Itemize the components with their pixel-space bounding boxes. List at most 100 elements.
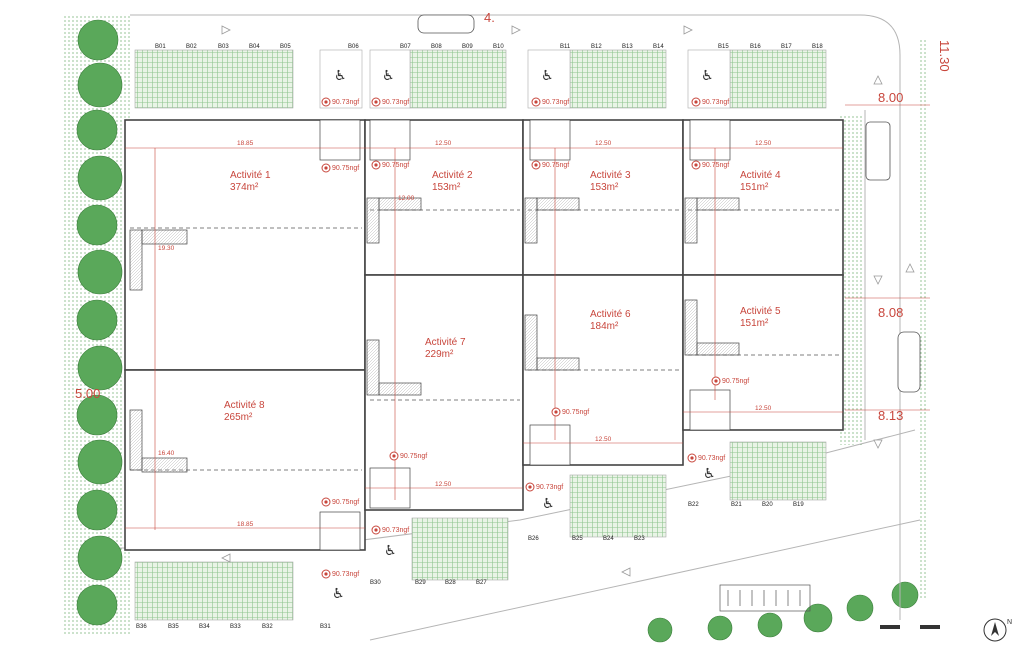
parking-row-top bbox=[134, 49, 827, 109]
unit-labels: Activité 1 374m² Activité 2 153m² Activi… bbox=[224, 170, 781, 423]
svg-text:12.50: 12.50 bbox=[595, 436, 612, 443]
svg-text:B07: B07 bbox=[400, 44, 411, 50]
svg-text:B03: B03 bbox=[218, 44, 229, 50]
wheelchair-icon: ♿ bbox=[382, 68, 395, 84]
cars bbox=[417, 14, 921, 393]
level-marker: 90.73ngf bbox=[371, 97, 409, 107]
svg-text:B17: B17 bbox=[781, 44, 792, 50]
svg-text:90.73ngf: 90.73ngf bbox=[702, 99, 729, 106]
wheelchair-icon: ♿ bbox=[334, 68, 347, 84]
svg-text:B08: B08 bbox=[431, 44, 442, 50]
unit-4-name: Activité 4 bbox=[740, 170, 781, 181]
svg-text:12.50: 12.50 bbox=[755, 405, 772, 412]
svg-text:90.75ngf: 90.75ngf bbox=[382, 162, 409, 169]
level-markers: 90.73ngf 90.73ngf 90.73ngf 90.73ngf 90.7… bbox=[321, 97, 749, 579]
svg-text:90.73ngf: 90.73ngf bbox=[382, 99, 409, 106]
svg-text:B04: B04 bbox=[249, 44, 260, 50]
svg-text:B19: B19 bbox=[793, 502, 804, 508]
wheelchair-icon: ♿ bbox=[384, 543, 397, 559]
svg-text:90.75ngf: 90.75ngf bbox=[400, 453, 427, 460]
road-width-labels: 8.00 8.08 8.13 5.00 11.30 4. bbox=[75, 10, 952, 423]
level-marker: 90.75ngf bbox=[711, 376, 749, 386]
svg-text:18.85: 18.85 bbox=[237, 140, 254, 147]
dimension-labels: 18.85 18.85 12.50 12.50 12.50 12.50 12.5… bbox=[158, 140, 772, 528]
arrow-icon bbox=[873, 439, 883, 449]
unit-2-area: 153m² bbox=[432, 182, 461, 193]
level-marker: 90.73ngf bbox=[371, 525, 409, 535]
svg-text:B15: B15 bbox=[718, 44, 729, 50]
svg-text:90.73ngf: 90.73ngf bbox=[698, 455, 725, 462]
svg-text:B18: B18 bbox=[812, 44, 823, 50]
entrances bbox=[319, 119, 731, 551]
svg-text:B13: B13 bbox=[622, 44, 633, 50]
level-marker: 90.75ngf bbox=[321, 497, 359, 507]
svg-text:11.30: 11.30 bbox=[937, 40, 952, 72]
svg-text:90.75ngf: 90.75ngf bbox=[542, 162, 569, 169]
stairs bbox=[129, 197, 740, 473]
arrow-icon bbox=[621, 567, 631, 577]
svg-text:90.73ngf: 90.73ngf bbox=[332, 99, 359, 106]
level-marker: 90.75ngf bbox=[389, 451, 427, 461]
svg-text:12.00: 12.00 bbox=[398, 195, 415, 202]
svg-text:90.75ngf: 90.75ngf bbox=[562, 409, 589, 416]
arrow-icon bbox=[683, 25, 693, 35]
svg-text:B26: B26 bbox=[528, 536, 539, 542]
svg-text:90.73ngf: 90.73ngf bbox=[332, 571, 359, 578]
level-marker: 90.73ngf bbox=[321, 97, 359, 107]
svg-text:12.50: 12.50 bbox=[595, 140, 612, 147]
level-marker: 90.75ngf bbox=[551, 407, 589, 417]
svg-text:18.85: 18.85 bbox=[237, 521, 254, 528]
unit-7-area: 229m² bbox=[425, 349, 454, 360]
svg-text:B01: B01 bbox=[155, 44, 166, 50]
car-icon bbox=[865, 121, 891, 181]
unit-8-name: Activité 8 bbox=[224, 400, 265, 411]
wheelchair-icon: ♿ bbox=[542, 496, 555, 512]
svg-text:90.73ngf: 90.73ngf bbox=[542, 99, 569, 106]
svg-text:8.08: 8.08 bbox=[878, 305, 903, 320]
unit-3-area: 153m² bbox=[590, 182, 619, 193]
wheelchair-icon: ♿ bbox=[541, 68, 554, 84]
svg-text:B06: B06 bbox=[348, 44, 359, 50]
unit-1-name: Activité 1 bbox=[230, 170, 271, 181]
svg-text:B21: B21 bbox=[731, 502, 742, 508]
unit-6-area: 184m² bbox=[590, 321, 619, 332]
svg-text:B30: B30 bbox=[370, 580, 381, 586]
unit-1-area: 374m² bbox=[230, 182, 259, 193]
level-marker: 90.73ngf bbox=[531, 97, 569, 107]
svg-text:B11: B11 bbox=[560, 44, 571, 50]
unit-5-name: Activité 5 bbox=[740, 306, 781, 317]
svg-text:16.40: 16.40 bbox=[158, 450, 175, 457]
unit-2-name: Activité 2 bbox=[432, 170, 473, 181]
svg-text:B25: B25 bbox=[572, 536, 583, 542]
svg-text:4.: 4. bbox=[484, 10, 495, 25]
arrow-icon bbox=[905, 263, 915, 273]
level-marker: 90.73ngf bbox=[687, 453, 725, 463]
svg-text:8.00: 8.00 bbox=[878, 90, 903, 105]
svg-text:B33: B33 bbox=[230, 624, 241, 630]
north-arrow: N bbox=[983, 618, 1012, 642]
svg-text:B12: B12 bbox=[591, 44, 602, 50]
svg-text:B05: B05 bbox=[280, 44, 291, 50]
svg-text:B35: B35 bbox=[168, 624, 179, 630]
scale-bar bbox=[880, 625, 960, 629]
svg-text:B10: B10 bbox=[493, 44, 504, 50]
svg-text:90.75ngf: 90.75ngf bbox=[722, 378, 749, 385]
svg-text:B34: B34 bbox=[199, 624, 210, 630]
wheelchair-icon: ♿ bbox=[703, 466, 716, 482]
arrow-icon bbox=[873, 75, 883, 85]
svg-text:B32: B32 bbox=[262, 624, 273, 630]
svg-text:12.50: 12.50 bbox=[755, 140, 772, 147]
svg-text:5.00: 5.00 bbox=[75, 386, 100, 401]
svg-text:B29: B29 bbox=[415, 580, 426, 586]
svg-text:12.50: 12.50 bbox=[435, 481, 452, 488]
arrow-icon bbox=[873, 275, 883, 285]
svg-text:90.73ngf: 90.73ngf bbox=[382, 527, 409, 534]
level-marker: 90.75ngf bbox=[371, 160, 409, 170]
unit-8-area: 265m² bbox=[224, 412, 253, 423]
tree-group-bottom bbox=[647, 581, 919, 643]
wheelchair-icon: ♿ bbox=[332, 586, 345, 602]
unit-3-name: Activité 3 bbox=[590, 170, 631, 181]
level-marker: 90.75ngf bbox=[691, 160, 729, 170]
north-needle-icon bbox=[991, 622, 999, 636]
